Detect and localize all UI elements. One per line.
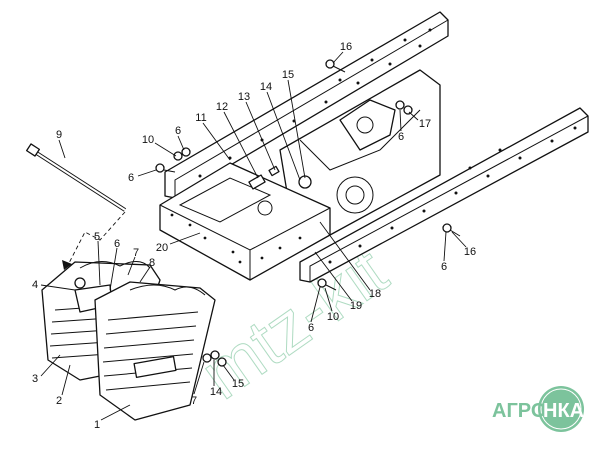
callout-6: 6 — [128, 172, 134, 184]
callout-1: 1 — [94, 419, 100, 431]
callout-11: 11 — [195, 112, 206, 124]
svg-text:НКА: НКА — [543, 400, 584, 422]
callout-18: 18 — [369, 288, 381, 300]
leader-lines — [40, 51, 467, 421]
left-side-rail — [164, 11, 449, 199]
callout-14: 14 — [260, 81, 272, 93]
front-weight-front — [94, 281, 216, 421]
callout-labels: 16 15 14 13 12 11 10 6 6 9 17 6 16 6 20 … — [32, 41, 476, 431]
callout-6: 6 — [441, 261, 447, 273]
callout-10: 10 — [327, 311, 339, 323]
callout-15: 15 — [232, 378, 244, 390]
callout-6: 6 — [175, 125, 181, 137]
callout-7: 7 — [191, 395, 197, 407]
callout-20: 20 — [156, 242, 168, 254]
callout-16: 16 — [340, 41, 352, 53]
callout-6: 6 — [398, 131, 404, 143]
callout-15: 15 — [282, 69, 294, 81]
right-side-rail — [299, 107, 589, 283]
callout-2: 2 — [56, 395, 62, 407]
agronka-logo: АГРО НКА — [492, 386, 584, 432]
callout-6: 6 — [114, 238, 120, 250]
callout-6: 6 — [308, 322, 314, 334]
callout-9: 9 — [56, 129, 62, 141]
svg-text:АГРО: АГРО — [492, 400, 546, 422]
callout-7: 7 — [133, 247, 139, 259]
long-bolt-9 — [25, 143, 127, 270]
callout-5: 5 — [94, 231, 100, 243]
callout-8: 8 — [149, 257, 155, 269]
callout-12: 12 — [216, 101, 228, 113]
callout-17: 17 — [419, 118, 431, 130]
callout-13: 13 — [238, 91, 250, 103]
callout-14: 14 — [210, 386, 222, 398]
callout-4: 4 — [32, 279, 38, 291]
callout-10: 10 — [142, 134, 154, 146]
callout-3: 3 — [32, 373, 38, 385]
callout-19: 19 — [350, 300, 362, 312]
callout-16: 16 — [464, 246, 476, 258]
